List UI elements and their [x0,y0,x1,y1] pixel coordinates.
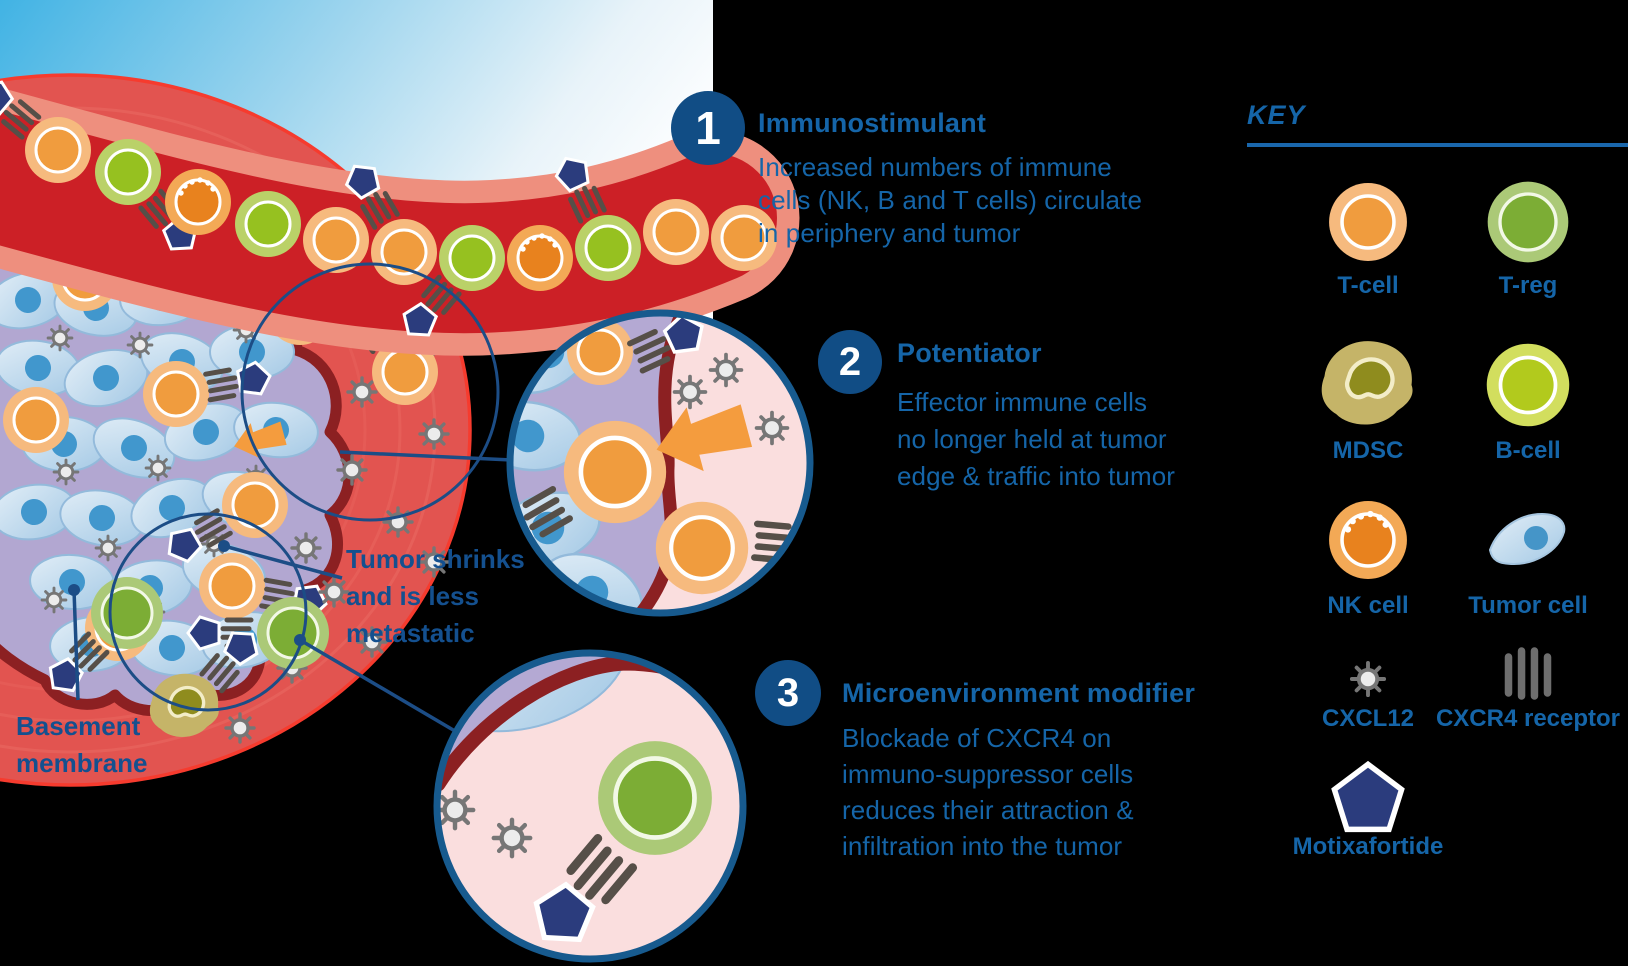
key-label-t-cell: T-cell [1337,272,1399,299]
key-label-nk-cell: NK cell [1327,592,1409,619]
step-3-title: Microenvironment modifier [842,678,1196,708]
inset-circle-2 [506,309,814,617]
zoom-indicator-circle-1 [240,262,500,522]
step-3-body: Blockade of CXCR4 on immuno-suppressor c… [842,723,1134,861]
b-cell-icon [1484,341,1572,429]
step-3-number: 3 [776,670,800,715]
key-divider-line [1247,143,1628,147]
connector-to-inset-3 [299,638,461,736]
t-reg-icon [1486,179,1570,265]
tumor-shrinks-label: Tumor shrinks and is less metastatic [346,544,525,648]
connector-to-inset-2 [339,450,514,462]
nk-cell-icon [1327,499,1409,581]
key-icons [1322,179,1572,830]
key-label-b-cell: B-cell [1495,437,1561,464]
label-dot [294,634,306,646]
step-1-body: Increased numbers of immune cells (NK, B… [758,152,1143,248]
key-label-t-reg: T-reg [1498,272,1558,299]
key-label-motixafortide: Motixafortide [1292,833,1444,860]
cxcr4-receptor-icon [1504,647,1552,700]
mdsc-icon [1322,341,1413,424]
step-2-title: Potentiator [897,338,1042,368]
step-1-number: 1 [695,102,721,154]
tumor-label-line [223,544,343,580]
label-dot [218,540,230,552]
blood-vessel [0,74,800,356]
key-title: KEY [1247,100,1306,130]
step-1-badge: 1 [671,91,745,165]
step-2-badge: 2 [818,330,882,394]
connector-lines [72,262,514,736]
label-dot [68,584,80,596]
t-cell-icon [1327,181,1409,263]
basement-membrane-label: Basement membrane [16,711,148,778]
step-2-body: Effector immune cells no longer held at … [897,387,1176,491]
key-label-mdsc: MDSC [1332,437,1404,464]
zoom-indicator-circle-2 [108,512,308,712]
basement-label-line [72,589,80,701]
step-3-badge: 3 [755,660,821,726]
cxcl12-icon [1349,660,1387,698]
key-label-tumor-cell: Tumor cell [1468,592,1588,619]
key-label-cxcr4-receptor: CXCR4 receptor [1435,705,1621,732]
motixafortide-icon [1334,764,1401,829]
tumor-cell-icon [1488,512,1566,566]
key-label-cxcl12: CXCL12 [1321,705,1415,732]
step-2-number: 2 [838,339,862,384]
step-1-title: Immunostimulant [758,108,987,138]
